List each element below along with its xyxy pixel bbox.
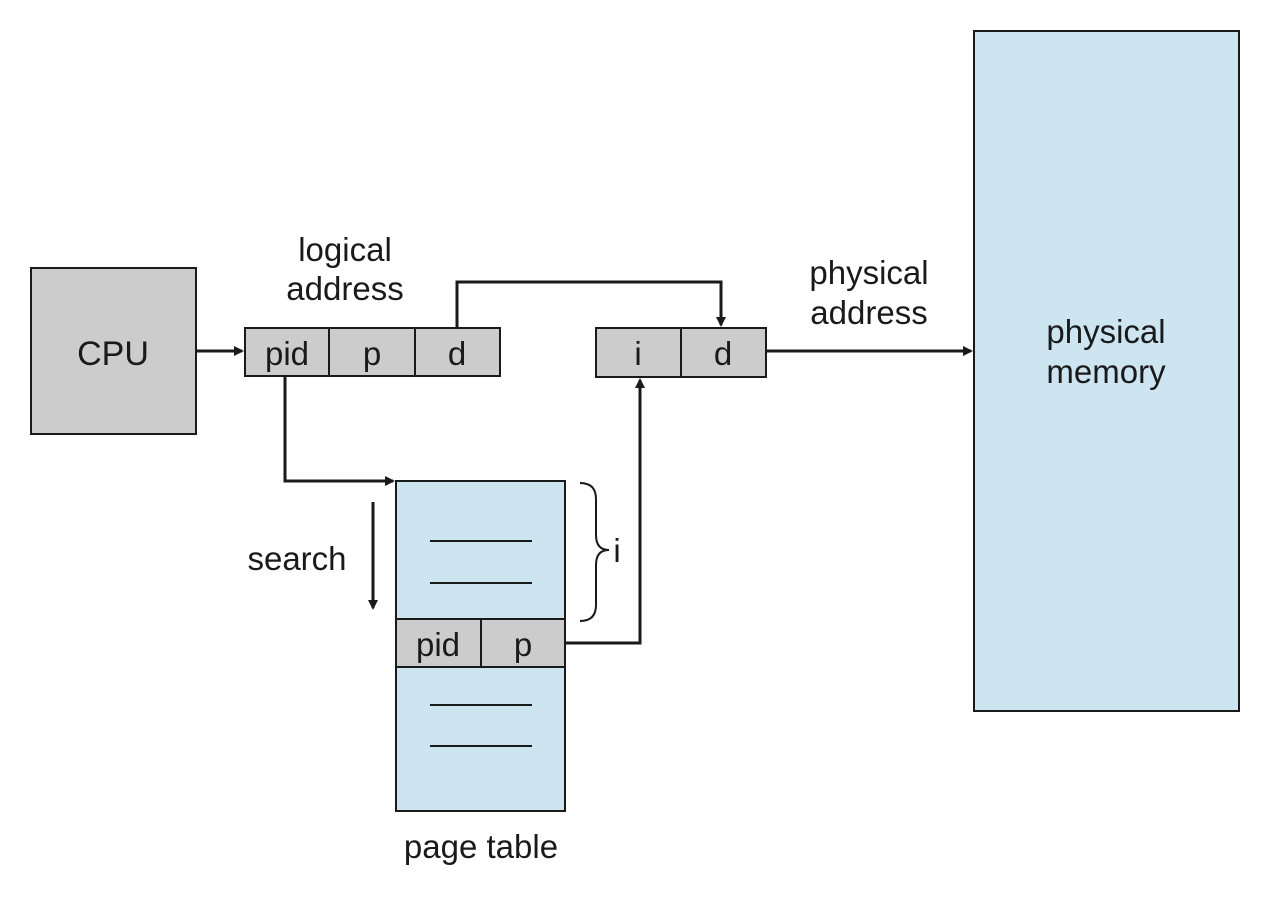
physical-i-label: i [634,335,641,372]
logical-pid-cell [244,327,330,377]
index-brace [579,482,610,622]
physical-i-cell [595,327,682,378]
matched-entry-pid-label: pid [416,626,460,663]
physical-memory-label-line1: physical [1046,313,1165,350]
cpu-label: CPU [77,335,149,373]
physical-d-cell [680,327,767,378]
logical-p-cell [328,327,416,377]
physical-memory-label-line2: memory [1046,353,1166,390]
logical-address-caption-line1: logical [298,231,392,268]
physical-address-caption-line1: physical [809,254,928,291]
logical-d-label: d [448,335,466,372]
page-table: pid p page table [395,480,566,865]
logical-address-register: pid p d [244,327,501,377]
logical-address-caption-line2: address [286,270,403,307]
physical-address-register: i d [595,327,767,378]
physical-address-caption-line2: address [810,294,927,331]
matched-entry-p-label: p [514,626,532,663]
index-to-physical-arrow [566,378,645,645]
pid-to-page-table-arrow [283,377,395,486]
logical-pid-label: pid [265,335,309,372]
cpu-box: CPU [30,267,197,435]
brace-i-label: i [613,532,620,569]
logical-p-label: p [363,335,381,372]
offset-copy-arrow [455,280,726,328]
physical-d-label: d [714,335,732,372]
logical-d-cell [414,327,501,377]
search-label: search [247,540,346,577]
physical-memory-box: physical memory [973,30,1240,712]
page-table-caption: page table [404,828,558,865]
matched-entry-p-cell [480,618,566,668]
